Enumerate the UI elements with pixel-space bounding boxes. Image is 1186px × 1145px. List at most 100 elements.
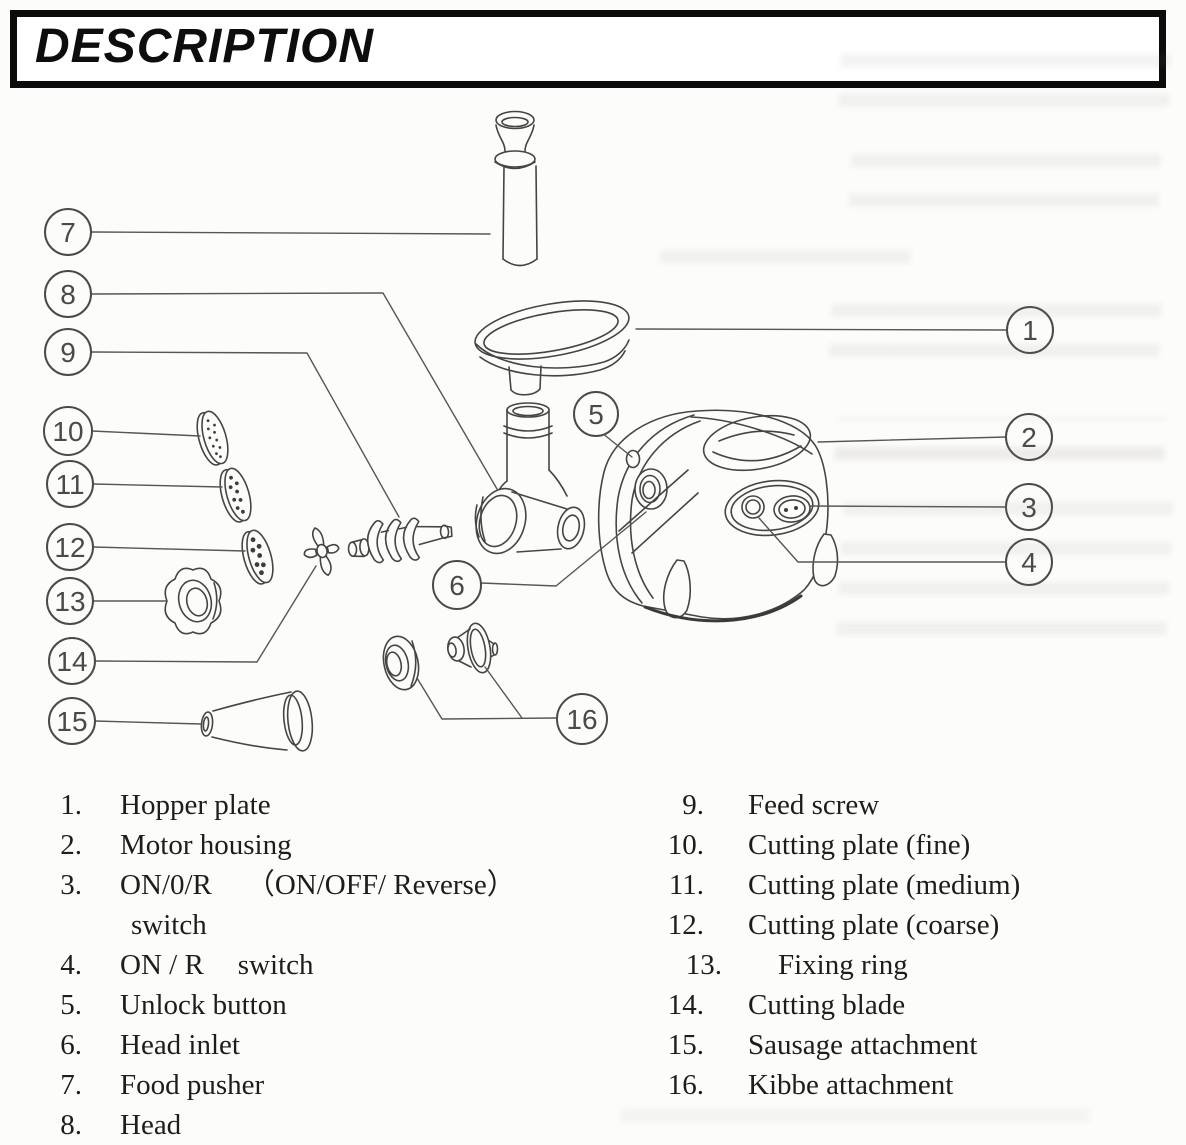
parts-list-item-10: 10.Cutting plate (fine) (620, 825, 971, 865)
cutting-blade-drawing (303, 527, 340, 577)
parts-list-item-15: 15. Sausage attachment (620, 1025, 978, 1065)
svg-text:1: 1 (1022, 315, 1038, 346)
callout-7: 7 (44, 208, 92, 256)
item-label: Head inlet (120, 1029, 240, 1061)
description-header-box: DESCRIPTION (10, 10, 1166, 88)
leader-2 (817, 436, 1007, 443)
item-number: 2. (60, 829, 82, 861)
item-label: ON / R (120, 949, 204, 981)
parts-list-item-14: 14. Cutting blade (620, 985, 905, 1025)
callout-12: 12 (46, 523, 94, 571)
leader-5 (601, 432, 633, 458)
item-number: 1. (60, 789, 82, 821)
callout-10: 10 (43, 406, 93, 456)
item-number: 16. (667, 1069, 704, 1101)
item-number: 6. (60, 1029, 82, 1061)
parts-list-item-11: 11. Cutting plate (medium) (620, 865, 1020, 905)
callout-11: 11 (46, 460, 94, 508)
item-number: 10. (667, 829, 704, 861)
svg-text:4: 4 (1021, 547, 1037, 578)
callout-8: 8 (44, 270, 92, 318)
handle-recess (702, 414, 812, 472)
item-label: switch (131, 909, 207, 941)
item-number: 5. (60, 989, 82, 1021)
parts-list-item-6: 6. Head inlet (0, 1025, 240, 1065)
cutting-plate-fine-drawing (196, 410, 229, 466)
leader-16a (484, 666, 523, 719)
parts-list-item-13: 13.Fixing ring (620, 945, 908, 985)
leader-4 (758, 517, 1007, 563)
on-r-switch-drawing (741, 495, 765, 519)
svg-text:15: 15 (56, 706, 87, 737)
item-number: 15. (667, 1029, 704, 1061)
parts-list-item-7: 7.Food pusher (0, 1065, 264, 1105)
parts-list-item-3-cont: switch (0, 905, 207, 945)
unlock-button-drawing (625, 449, 641, 469)
item-label: Motor housing (120, 829, 292, 861)
kibbe-cone-drawing (447, 622, 499, 674)
item-number: 11. (668, 869, 704, 901)
parts-list-item-1: 1.Hopper plate (0, 785, 270, 825)
item-label: Cutting plate (medium) (748, 869, 1021, 901)
on-off-reverse-switch-drawing (773, 495, 811, 523)
callout-5: 5 (573, 391, 619, 437)
item-number: 8. (60, 1109, 82, 1141)
item-label-paren: （ON/OFF/ Reverse） (245, 869, 516, 901)
item-number: 9. (682, 789, 704, 821)
hopper-plate-drawing (474, 300, 630, 396)
cutting-plate-medium-drawing (219, 467, 252, 523)
svg-text:12: 12 (54, 532, 85, 563)
callout-14: 14 (48, 637, 96, 685)
head-drawing (474, 402, 586, 555)
callout-1: 1 (1006, 306, 1054, 354)
fixing-ring-drawing (164, 567, 222, 635)
item-number: 3. (60, 869, 82, 901)
feed-screw-drawing (347, 517, 453, 564)
leader-6 (480, 511, 647, 587)
leader-1 (635, 328, 1008, 331)
svg-text:13: 13 (54, 586, 85, 617)
callouts: 1 2 3 4 5 6 7 8 9 10 11 12 13 14 15 16 (43, 208, 1054, 745)
parts-list-item-5: 5.Unlock button (0, 985, 287, 1025)
item-number: 14. (667, 989, 704, 1021)
item-label: Feed screw (748, 789, 880, 821)
motor-housing-drawing (597, 409, 839, 623)
leader-16b (416, 677, 558, 720)
item-label: Cutting plate (coarse) (748, 909, 1000, 941)
leader-lines (90, 231, 1008, 725)
item-label: Cutting blade (748, 989, 906, 1021)
leader-3 (809, 505, 1007, 508)
parts-list-item-3: 3. ON/0/R （ON/OFF/ Reverse） (0, 865, 516, 905)
switch-panel (724, 479, 820, 537)
leader-12 (92, 546, 246, 552)
item-label: Fixing ring (778, 949, 908, 981)
head-inlet-drawing (634, 468, 668, 510)
svg-text:11: 11 (55, 469, 84, 500)
item-number: 12. (667, 909, 704, 941)
callout-9: 9 (44, 328, 92, 376)
kibbe-ring-drawing (382, 635, 420, 691)
parts-list-item-8: 8.Head (0, 1105, 181, 1145)
leader-10 (91, 430, 201, 437)
callout-3: 3 (1005, 483, 1053, 531)
item-label: Food pusher (120, 1069, 265, 1101)
leader-15 (94, 720, 202, 725)
food-pusher-drawing (494, 110, 538, 267)
parts-list-item-16: 16. Kibbe attachment (620, 1065, 954, 1105)
svg-text:9: 9 (60, 337, 76, 368)
item-label: ON/0/R (120, 869, 212, 901)
item-label: Sausage attachment (748, 1029, 978, 1061)
item-label: Kibbe attachment (748, 1069, 954, 1101)
leader-7 (90, 231, 491, 235)
callout-16: 16 (556, 693, 608, 745)
svg-text:14: 14 (56, 646, 87, 677)
callout-6: 6 (432, 560, 482, 610)
page-title: DESCRIPTION (35, 20, 375, 73)
item-label-2: switch (237, 949, 314, 981)
callout-2: 2 (1005, 413, 1053, 461)
svg-text:16: 16 (566, 704, 597, 735)
svg-text:5: 5 (588, 399, 604, 430)
